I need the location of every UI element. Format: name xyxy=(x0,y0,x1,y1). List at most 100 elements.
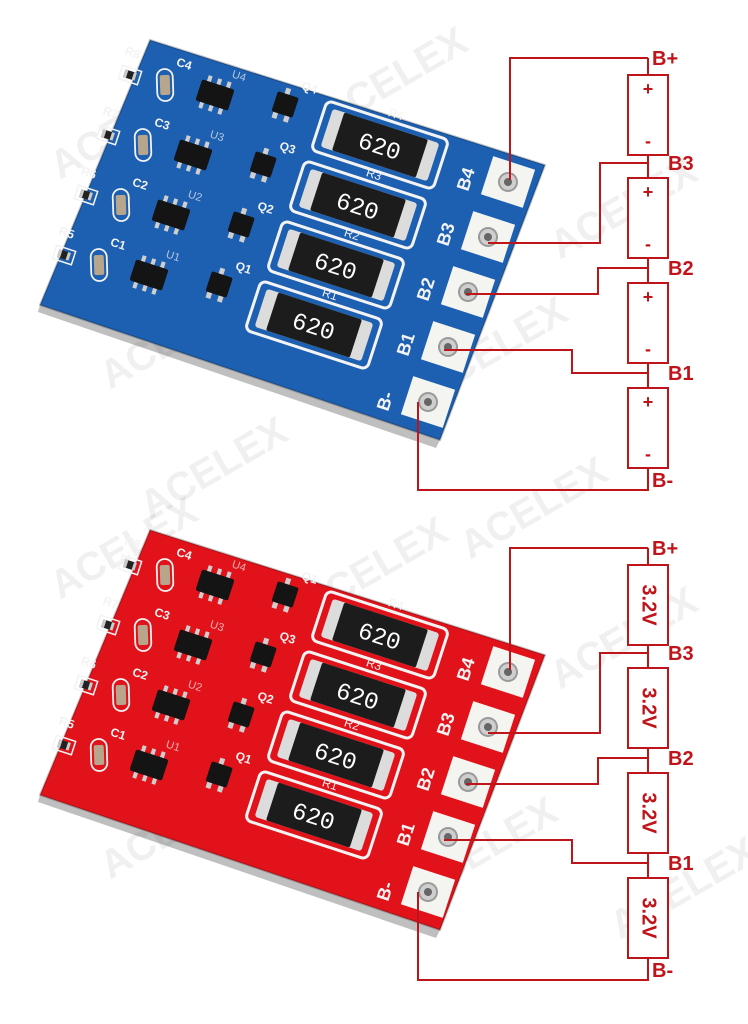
ic-pin xyxy=(132,770,139,779)
ic-pin xyxy=(181,691,188,700)
transistor-pin xyxy=(216,294,224,303)
capacitor-group xyxy=(89,738,109,772)
capacitor-body xyxy=(159,74,171,96)
wire-bplus xyxy=(509,547,648,670)
solder-pad-center xyxy=(424,398,432,406)
node-label: B- xyxy=(652,960,673,982)
power-resistor-label: R1 xyxy=(320,775,339,793)
wire-b1 xyxy=(444,349,648,374)
transistor-label: Q1 xyxy=(234,749,254,767)
small-resistor-cap xyxy=(131,562,137,571)
power-resistor-label: R4 xyxy=(386,105,405,123)
power-resistor-body xyxy=(332,112,428,178)
ic-pin xyxy=(163,713,170,722)
small-resistor-outline xyxy=(117,554,143,576)
capacitor-body xyxy=(137,134,149,156)
transistor-pin xyxy=(284,87,292,96)
power-resistor-group: 620 xyxy=(245,770,383,860)
small-resistor-outline xyxy=(95,124,121,146)
transistor-body xyxy=(205,761,233,788)
node-label: B+ xyxy=(652,538,678,560)
battery-cell xyxy=(627,282,669,364)
power-resistor-label: R1 xyxy=(320,285,339,303)
power-resistor-label: R2 xyxy=(342,225,361,243)
ic-group xyxy=(151,195,191,235)
transistor-group xyxy=(271,577,299,613)
ic-pin xyxy=(173,226,180,235)
small-resistor-group xyxy=(51,734,77,756)
small-resistor-cap xyxy=(57,739,63,748)
transistor-pin xyxy=(260,664,268,673)
capacitor-outline xyxy=(89,738,109,772)
cell-voltage: 3.2V xyxy=(638,687,660,729)
ic-group xyxy=(129,255,169,295)
ic-pin xyxy=(140,745,147,754)
power-resistor-outline xyxy=(289,160,427,250)
ic-pin xyxy=(163,223,170,232)
power-resistor-body xyxy=(266,782,362,848)
power-resistor-outline xyxy=(289,650,427,740)
capacitor-outline xyxy=(111,678,131,712)
ic-pin xyxy=(194,628,201,637)
transistor-body xyxy=(271,91,299,118)
ic-pin xyxy=(195,166,202,175)
capacitor-outline xyxy=(155,68,175,102)
ic-label: U4 xyxy=(230,69,247,85)
cell-negative: - xyxy=(645,339,651,359)
small-resistor-outline xyxy=(117,64,143,86)
capacitor-label: C3 xyxy=(153,115,172,133)
cell-voltage: 3.2V xyxy=(638,792,660,834)
solder-pad-group xyxy=(420,811,476,863)
ic-pin xyxy=(159,751,166,760)
capacitor-label: C4 xyxy=(175,545,194,563)
small-resistor-label: R8 xyxy=(123,44,142,62)
ic-pin xyxy=(216,568,223,577)
transistor-pin xyxy=(238,724,246,733)
capacitor-outline xyxy=(133,128,153,162)
ic-pin xyxy=(206,75,213,84)
cell-voltage: 3.2V xyxy=(638,897,660,939)
small-resistor-cap xyxy=(87,192,93,201)
cell-negative: - xyxy=(645,444,651,464)
pcb-edge xyxy=(38,305,440,448)
red-pcb-board: R8C4U4Q1620R4R7C3U3Q3620R3R6C2U2Q2620R2R… xyxy=(38,528,547,938)
cell-negative: - xyxy=(645,234,651,254)
cell-positive: + xyxy=(643,287,654,307)
power-resistor-label: R3 xyxy=(364,655,383,673)
capacitor-group xyxy=(89,248,109,282)
small-resistor-group xyxy=(117,554,143,576)
ic-pin xyxy=(195,656,202,665)
ic-pin xyxy=(176,160,183,169)
ic-pin xyxy=(162,195,169,204)
power-resistor-body xyxy=(310,662,406,728)
small-resistor-cap xyxy=(123,559,129,568)
power-resistor-group: 620 xyxy=(245,280,383,370)
solder-pad-group xyxy=(480,156,536,208)
ic-body xyxy=(173,629,213,661)
capacitor-label: C2 xyxy=(131,175,150,193)
solder-pad-group xyxy=(400,866,456,918)
small-resistor-cap xyxy=(65,252,71,261)
node-label: B3 xyxy=(668,643,694,665)
battery-cell xyxy=(627,772,669,854)
cell-positive: + xyxy=(643,79,654,99)
cell-positive: + xyxy=(643,392,654,412)
node-label: B3 xyxy=(668,153,694,175)
wire-b2 xyxy=(466,267,648,295)
ic-pin xyxy=(198,100,205,109)
transistor-group xyxy=(249,637,277,673)
small-resistor-group xyxy=(73,184,99,206)
ic-pin xyxy=(154,220,161,229)
small-resistor-outline xyxy=(51,244,77,266)
transistor-body xyxy=(271,581,299,608)
ic-pin xyxy=(150,258,157,267)
power-resistor-body xyxy=(266,292,362,358)
transistor-group xyxy=(271,87,299,123)
node-label: B2 xyxy=(668,748,694,770)
watermark-text: ACELEX xyxy=(603,828,748,947)
transistor-label: Q4 xyxy=(300,79,320,97)
ic-pin xyxy=(203,631,210,640)
transistor-pin xyxy=(282,604,290,613)
capacitor-group xyxy=(111,678,131,712)
ic-pin xyxy=(185,163,192,172)
